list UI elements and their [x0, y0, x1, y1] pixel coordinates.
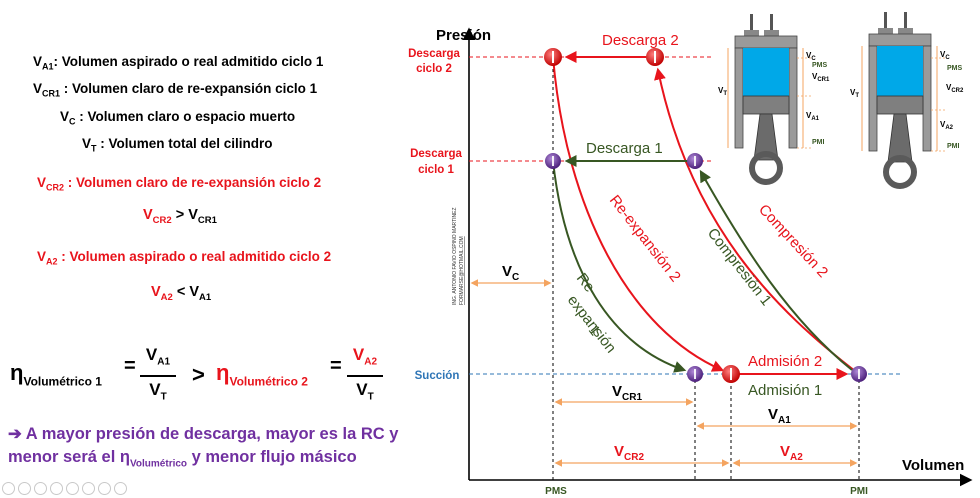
eta2-label: ηVolumétrico 2 [216, 360, 308, 389]
def-vcr1: VCR1 : Volumen claro de re-expansión cic… [33, 81, 318, 99]
label-descarga2: Descarga 2 [602, 32, 679, 49]
def-vt: VT : Volumen total del cilindro [82, 136, 273, 154]
conclusion-line-1: ➔ A mayor presión de descarga, mayor es … [8, 425, 399, 443]
toolbar-icon[interactable] [2, 482, 15, 495]
toolbar-icon[interactable] [82, 482, 95, 495]
fraction-2: VA2 VT [347, 344, 383, 409]
state-point [544, 48, 562, 66]
x-pmi-label: PMI [850, 486, 868, 497]
state-point [851, 366, 867, 382]
cyl1-vt-label: VT [718, 86, 727, 97]
label-reexp1-l2: expansión [564, 292, 620, 356]
cylinder-1-illustration [727, 14, 812, 185]
toolbar-icon[interactable] [98, 482, 111, 495]
toolbar-icon[interactable] [34, 482, 47, 495]
def-vcr2: VCR2 : Volumen claro de re-expansión cic… [37, 175, 322, 193]
vc-dim-label: VC [502, 263, 519, 283]
comp1-curve [699, 169, 853, 371]
state-point [646, 48, 664, 66]
toolbar-icon[interactable] [66, 482, 79, 495]
reexp1-curve [552, 160, 687, 373]
def-va2: VA2 : Volumen aspirado o real admitido c… [37, 249, 332, 267]
greater-than: > [192, 362, 205, 387]
label-adm2: Admisión 2 [748, 353, 822, 370]
conclusion-line-2: menor será el ηVolumétrico y menor flujo… [8, 448, 357, 470]
cyl2-va-label: VA2 [940, 120, 954, 131]
cyl2-pmi-label: PMI [947, 143, 960, 150]
label-descarga1: Descarga 1 [586, 140, 663, 157]
cyl1-vc-label: VC [806, 51, 816, 62]
vcr2-dim-label: VCR2 [614, 443, 644, 463]
cyl1-va-label: VA1 [806, 111, 820, 122]
cyl2-vt-label: VT [850, 88, 859, 99]
label-comp2: Compresión 2 [755, 201, 831, 281]
slide-toolbar [2, 482, 127, 498]
toolbar-icon[interactable] [50, 482, 63, 495]
svg-text:FORMARSE@HOTMAIL.COM: FORMARSE@HOTMAIL.COM [459, 236, 465, 305]
state-point [545, 153, 561, 169]
author-credit: ING. ANTONIO FAVIO OSPINO MARTINEZ FORMA… [452, 207, 465, 305]
state-point [687, 366, 703, 382]
va1-dim-label: VA1 [768, 406, 791, 426]
cyl2-vc-label: VC [940, 50, 950, 61]
comp2-curve [654, 67, 860, 375]
comparison-vcr: VCR2 > VCR1 [143, 207, 217, 226]
cyl1-pms-label: PMS [812, 62, 828, 69]
x-axis-label: Volumen [902, 457, 964, 474]
toolbar-icon[interactable] [18, 482, 31, 495]
y-axis-label: Presión [436, 27, 491, 44]
comparison-va: VA2 < VA1 [151, 284, 212, 303]
state-point [722, 365, 740, 383]
def-vc: VC : Volumen claro o espacio muerto [60, 109, 296, 127]
def-va1: VA1: Volumen aspirado o real admitido ci… [33, 54, 324, 72]
p-descarga1-l2: ciclo 1 [418, 164, 454, 176]
fraction-1: VA1 VT [140, 344, 176, 409]
cyl2-vcr-label: VCR2 [946, 83, 964, 94]
state-point [687, 153, 703, 169]
eta1-label: ηVolumétrico 1 [10, 360, 102, 389]
reexp2-curve [552, 56, 725, 372]
equals-2: = [330, 355, 342, 377]
svg-text:ING. ANTONIO FAVIO OSPINO MART: ING. ANTONIO FAVIO OSPINO MARTINEZ [452, 207, 458, 305]
cylinder-2-illustration [861, 12, 946, 189]
label-adm1: Admisión 1 [748, 382, 822, 399]
p-descarga2-l1: Descarga [408, 48, 460, 60]
cyl2-pms-label: PMS [947, 65, 963, 72]
va2-dim-label: VA2 [780, 443, 803, 463]
cyl1-pmi-label: PMI [812, 139, 825, 146]
vcr1-dim-label: VCR1 [612, 383, 642, 403]
p-descarga2-l2: ciclo 2 [416, 63, 452, 75]
p-descarga1-l1: Descarga [410, 148, 462, 160]
x-pms-label: PMS [545, 486, 567, 497]
p-succion: Succión [415, 370, 460, 382]
equals-1: = [124, 355, 136, 377]
toolbar-icon[interactable] [114, 482, 127, 495]
cyl1-vcr-label: VCR1 [812, 72, 830, 83]
